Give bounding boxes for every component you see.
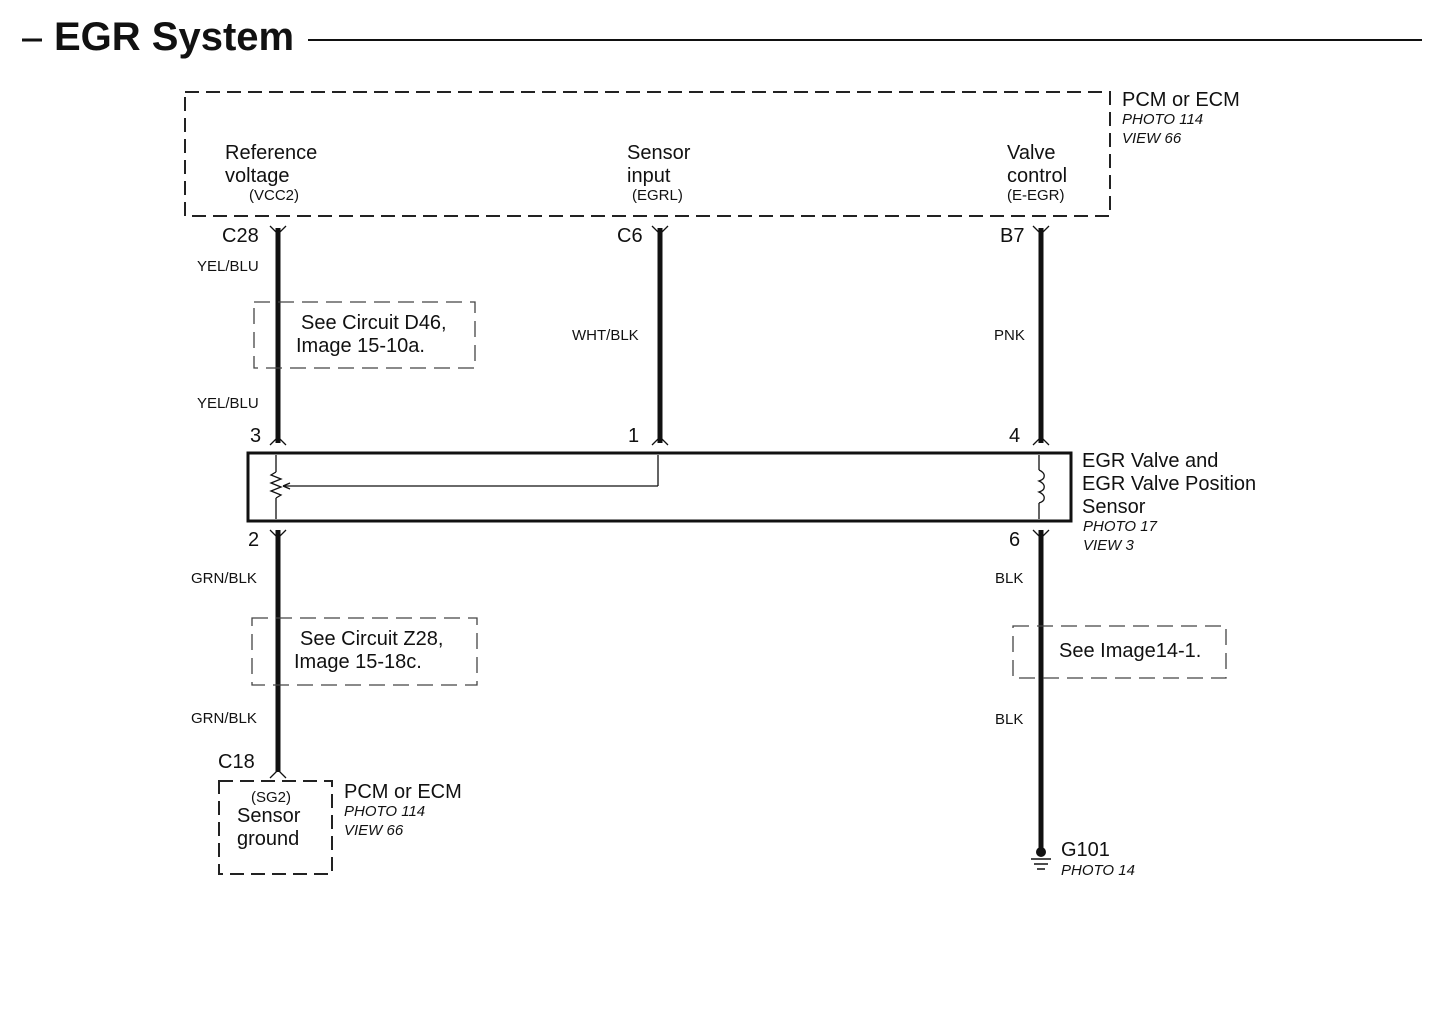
egr-valve-body <box>246 451 1073 523</box>
component-name-line2: EGR Valve Position <box>1082 473 1256 495</box>
terminal-vcc2-line1: Reference <box>225 142 317 164</box>
terminal-eegr-line2: control <box>1007 165 1067 187</box>
pcm-bottom-line1: Sensor <box>237 805 301 827</box>
valve-coil-icon <box>1037 455 1045 519</box>
pin-1: 1 <box>628 425 639 447</box>
pcm-bottom-code: (SG2) <box>251 789 291 806</box>
connector-pin2-icon <box>269 529 287 539</box>
wire-label-wht-blk: WHT/BLK <box>572 327 639 344</box>
terminal-egrl-code: (EGRL) <box>632 187 683 204</box>
connector-c6-icon <box>651 225 669 235</box>
ref-d46-line2: Image 15-10a. <box>296 335 425 357</box>
terminal-eegr-line1: Valve <box>1007 142 1056 164</box>
wire-label-blk-upper: BLK <box>995 570 1023 587</box>
page-title: EGR System <box>54 15 294 59</box>
terminal-eegr-code: (E-EGR) <box>1007 187 1065 204</box>
connector-pin3-icon <box>269 436 287 446</box>
pcm-top-view: VIEW 66 <box>1122 130 1182 147</box>
ground-photo: PHOTO 14 <box>1061 862 1135 879</box>
connector-pin6-icon <box>1032 529 1050 539</box>
wire-label-pnk: PNK <box>994 327 1025 344</box>
terminal-egrl-line1: Sensor <box>627 142 691 164</box>
ref-d46-line1: See Circuit D46, <box>301 312 447 334</box>
ref-image14: See Image14-1. <box>1059 640 1201 662</box>
pcm-bottom-box <box>218 780 333 875</box>
terminal-vcc2-code: (VCC2) <box>249 187 299 204</box>
terminal-vcc2-line2: voltage <box>225 165 290 187</box>
ref-box-d46 <box>253 301 476 369</box>
terminal-egrl-line2: input <box>627 165 671 187</box>
connector-c28-icon <box>269 225 287 235</box>
ground-name: G101 <box>1061 839 1110 861</box>
component-view: VIEW 3 <box>1083 537 1135 554</box>
pin-6: 6 <box>1009 529 1020 551</box>
pcm-top-photo: PHOTO 114 <box>1122 111 1203 128</box>
pcm-bottom-name: PCM or ECM <box>344 781 462 803</box>
pcm-bottom-line2: ground <box>237 828 299 850</box>
ground-icon <box>1031 847 1051 870</box>
pcm-top-box <box>184 91 1111 217</box>
pin-2: 2 <box>248 529 259 551</box>
pcm-top-name: PCM or ECM <box>1122 89 1240 111</box>
ref-box-image14 <box>1012 625 1227 679</box>
wire-label-yel-blu-lower: YEL/BLU <box>197 395 259 412</box>
ref-z28-line2: Image 15-18c. <box>294 651 422 673</box>
pin-c6: C6 <box>617 225 643 247</box>
wire-label-grn-blk-upper: GRN/BLK <box>191 570 257 587</box>
connector-b7-icon <box>1032 225 1050 235</box>
component-name-line1: EGR Valve and <box>1082 450 1218 472</box>
potentiometer-icon <box>269 455 659 519</box>
pin-c18: C18 <box>218 751 255 773</box>
component-photo: PHOTO 17 <box>1083 518 1158 535</box>
connector-c18-icon <box>269 769 287 779</box>
wire-label-yel-blu-upper: YEL/BLU <box>197 258 259 275</box>
wire-label-blk-lower: BLK <box>995 711 1023 728</box>
pin-b7: B7 <box>1000 225 1024 247</box>
component-name-line3: Sensor <box>1082 496 1146 518</box>
wire-label-grn-blk-lower: GRN/BLK <box>191 710 257 727</box>
pcm-bottom-view: VIEW 66 <box>344 822 404 839</box>
pin-3: 3 <box>250 425 261 447</box>
connector-pin4-icon <box>1032 436 1050 446</box>
pcm-bottom-photo: PHOTO 114 <box>344 803 425 820</box>
pin-c28: C28 <box>222 225 259 247</box>
connector-pin1-icon <box>651 436 669 446</box>
ref-z28-line1: See Circuit Z28, <box>300 628 443 650</box>
pin-4: 4 <box>1009 425 1020 447</box>
